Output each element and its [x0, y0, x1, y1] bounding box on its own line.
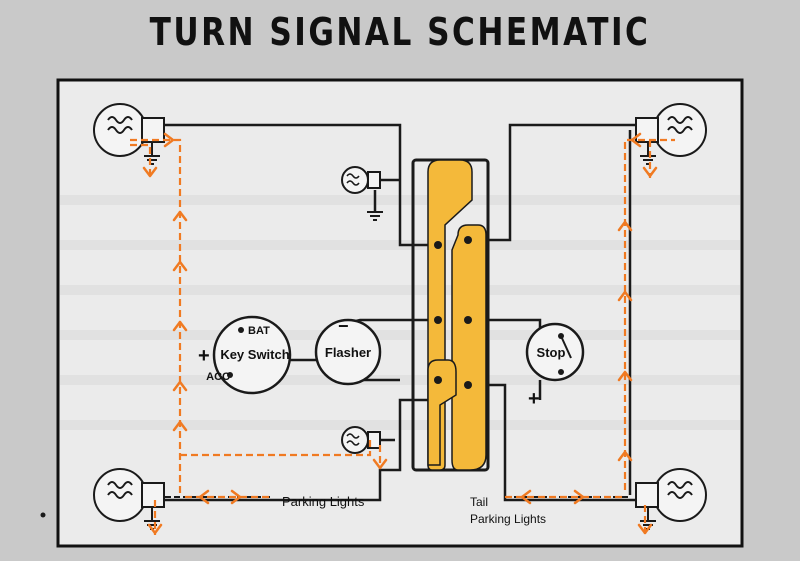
- stop-label: Stop: [537, 345, 566, 360]
- turn-signal-switch: [411, 158, 490, 472]
- flasher-label: Flasher: [325, 345, 371, 360]
- indicator-lamp-top: [341, 166, 383, 221]
- stop-plus-label: +: [528, 388, 540, 410]
- flasher: Flasher −: [314, 316, 382, 386]
- lamp-bottom-left: [93, 468, 165, 530]
- page-title: TURN SIGNAL SCHEMATIC: [149, 10, 651, 54]
- tail-label: Tail: [470, 495, 488, 509]
- parking-lights-label: Parking Lights: [282, 494, 365, 509]
- stop-switch: Stop +: [525, 322, 585, 410]
- key-switch-plus-label: +: [198, 345, 210, 367]
- key-switch-acc-label: ACC: [206, 371, 230, 383]
- lamp-top-left: [93, 103, 165, 165]
- flasher-minus-label: −: [338, 316, 349, 336]
- tail-parking-lights-label: Parking Lights: [470, 512, 546, 526]
- stray-dot: [40, 512, 46, 518]
- key-switch-bat-label: BAT: [248, 325, 270, 337]
- switch-contacts: [434, 236, 472, 389]
- current-flow-arrowheads: [142, 132, 658, 535]
- key-switch: BAT ACC Key Switch +: [198, 315, 292, 395]
- lamp-top-right: [635, 103, 707, 165]
- key-switch-label: Key Switch: [220, 347, 289, 362]
- lamp-bottom-right: [635, 468, 707, 530]
